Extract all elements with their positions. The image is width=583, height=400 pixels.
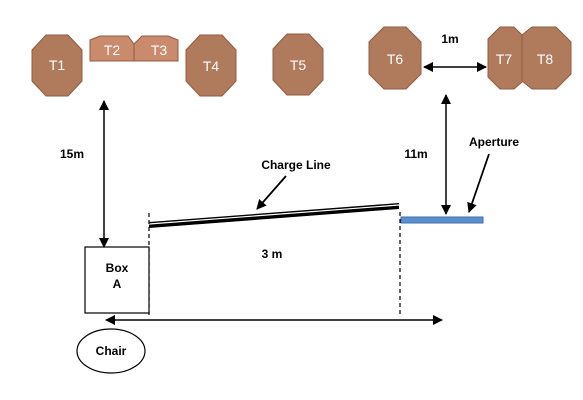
table-octagon-shape bbox=[487, 26, 523, 90]
charge-line bbox=[149, 203, 399, 228]
charge-line-highlight bbox=[148, 204, 400, 225]
table-t7-label: T7 bbox=[496, 51, 513, 67]
label-11m: 11m bbox=[404, 147, 427, 161]
box-a-label-line2: A bbox=[113, 277, 122, 291]
table-t4-label: T4 bbox=[203, 58, 220, 74]
label-3m: 3 m bbox=[262, 247, 283, 261]
arrow-charge-line-pointer bbox=[256, 175, 287, 210]
arrow-aperture-pointer bbox=[467, 153, 490, 213]
table-octagon-shape bbox=[185, 34, 237, 97]
table-t2-label: T2 bbox=[104, 42, 121, 58]
label-charge-line: Charge Line bbox=[261, 158, 331, 172]
chair-label: Chair bbox=[96, 344, 127, 358]
chair-ellipse bbox=[76, 328, 146, 374]
table-t1-label: T1 bbox=[49, 57, 66, 73]
table-octagon-shape bbox=[368, 26, 422, 90]
label-15m: 15m bbox=[60, 147, 84, 161]
table-octagon-shape bbox=[31, 34, 83, 97]
box-a-label-line1: Box bbox=[106, 261, 129, 275]
table-t5: T5 bbox=[272, 33, 324, 96]
table-t3: T3 bbox=[133, 35, 179, 62]
table-t1: T1 bbox=[31, 34, 83, 97]
table-t6: T6 bbox=[368, 26, 422, 90]
table-t5-label: T5 bbox=[290, 57, 307, 73]
label-aperture: Aperture bbox=[469, 135, 519, 149]
table-t4: T4 bbox=[185, 34, 237, 97]
table-t2: T2 bbox=[89, 35, 135, 62]
table-t6-label: T6 bbox=[387, 51, 404, 67]
table-half-shape bbox=[133, 35, 179, 62]
table-t8: T8 bbox=[521, 26, 572, 90]
aperture-bar bbox=[400, 216, 484, 224]
table-octagon-shape bbox=[521, 26, 572, 90]
table-t8-label: T8 bbox=[537, 51, 554, 67]
label-1m: 1m bbox=[441, 32, 458, 46]
table-t7: T7 bbox=[487, 26, 523, 90]
table-t3-label: T3 bbox=[151, 42, 168, 58]
box-a bbox=[84, 246, 150, 314]
table-octagon-shape bbox=[272, 33, 324, 96]
